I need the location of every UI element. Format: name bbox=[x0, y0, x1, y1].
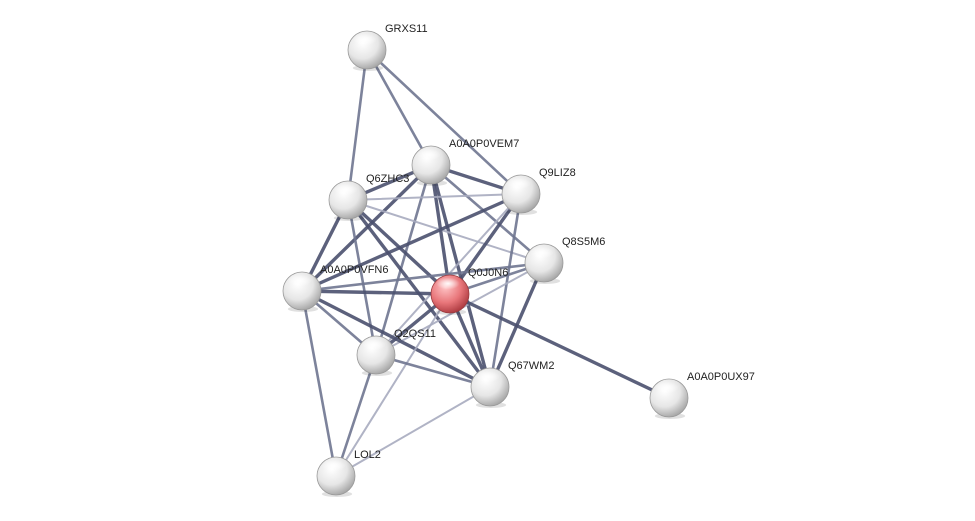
edge-q8s5m6-a0a0p0vfn6 bbox=[300, 261, 546, 293]
node-a0a0p0vfn6[interactable]: A0A0P0VFN6 bbox=[282, 264, 388, 312]
edge-grxs11-q6zhc3 bbox=[346, 48, 369, 202]
node-highlight bbox=[507, 177, 531, 190]
node-label-grxs11: GRXS11 bbox=[385, 23, 428, 35]
node-highlight bbox=[334, 183, 358, 196]
edge-q67wm2-lol2 bbox=[335, 386, 491, 477]
node-highlight bbox=[530, 246, 554, 259]
node-q2qs11[interactable]: Q2QS11 bbox=[356, 328, 436, 376]
node-grxs11[interactable]: GRXS11 bbox=[347, 23, 428, 71]
edge-q6zhc3-q2qs11 bbox=[346, 198, 378, 357]
node-highlight bbox=[362, 338, 386, 351]
node-label-a0a0p0vfn6: A0A0P0VFN6 bbox=[320, 264, 388, 276]
edge-q0j0n6-lol2 bbox=[335, 293, 451, 477]
node-q67wm2[interactable]: Q67WM2 bbox=[470, 360, 554, 408]
edge-q2qs11-q67wm2 bbox=[374, 353, 492, 389]
node-label-q6zhc3: Q6ZHC3 bbox=[366, 173, 409, 185]
node-lol2[interactable]: LOL2 bbox=[316, 449, 381, 497]
node-label-lol2: LOL2 bbox=[354, 449, 381, 461]
node-highlight bbox=[655, 381, 679, 394]
node-a0a0p0ux97[interactable]: A0A0P0UX97 bbox=[649, 371, 755, 419]
nodes-layer: GRXS11A0A0P0VEM7Q9LIZ8Q6ZHC3Q8S5M6A0A0P0… bbox=[282, 23, 755, 497]
edge-a0a0p0vfn6-lol2 bbox=[300, 289, 338, 478]
node-highlight bbox=[476, 370, 500, 383]
node-q0j0n6[interactable]: Q0J0N6 bbox=[430, 267, 508, 315]
node-label-q0j0n6: Q0J0N6 bbox=[468, 267, 508, 279]
edge-q6zhc3-q9liz8 bbox=[347, 193, 522, 201]
edges-layer bbox=[300, 48, 671, 478]
edge-q9liz8-q0j0n6 bbox=[448, 192, 523, 296]
edge-a0a0p0vem7-q67wm2 bbox=[429, 163, 492, 389]
node-highlight bbox=[353, 33, 377, 46]
node-label-a0a0p0ux97: A0A0P0UX97 bbox=[687, 371, 755, 383]
edge-q0j0n6-a0a0p0ux97 bbox=[448, 292, 671, 400]
node-label-q2qs11: Q2QS11 bbox=[394, 328, 436, 340]
edge-q9liz8-q67wm2 bbox=[488, 192, 523, 389]
edge-grxs11-q9liz8 bbox=[365, 48, 523, 196]
node-a0a0p0vem7[interactable]: A0A0P0VEM7 bbox=[411, 138, 519, 186]
node-highlight bbox=[436, 277, 460, 290]
node-label-q8s5m6: Q8S5M6 bbox=[562, 236, 605, 248]
edge-q2qs11-lol2 bbox=[334, 353, 378, 478]
edge-a0a0p0vem7-a0a0p0vfn6 bbox=[300, 163, 433, 293]
edge-a0a0p0vfn6-q0j0n6 bbox=[300, 289, 452, 296]
node-highlight bbox=[417, 148, 441, 161]
edge-grxs11-a0a0p0vem7 bbox=[365, 48, 433, 167]
node-label-a0a0p0vem7: A0A0P0VEM7 bbox=[449, 138, 519, 150]
edge-a0a0p0vem7-q8s5m6 bbox=[429, 163, 546, 265]
node-q6zhc3[interactable]: Q6ZHC3 bbox=[328, 173, 409, 221]
node-label-q9liz8: Q9LIZ8 bbox=[539, 167, 576, 179]
edge-q9liz8-a0a0p0vfn6 bbox=[300, 192, 523, 293]
node-highlight bbox=[322, 459, 346, 472]
node-highlight bbox=[288, 274, 312, 287]
node-q9liz8[interactable]: Q9LIZ8 bbox=[501, 167, 576, 215]
node-label-q67wm2: Q67WM2 bbox=[508, 360, 554, 372]
node-q8s5m6[interactable]: Q8S5M6 bbox=[524, 236, 605, 284]
